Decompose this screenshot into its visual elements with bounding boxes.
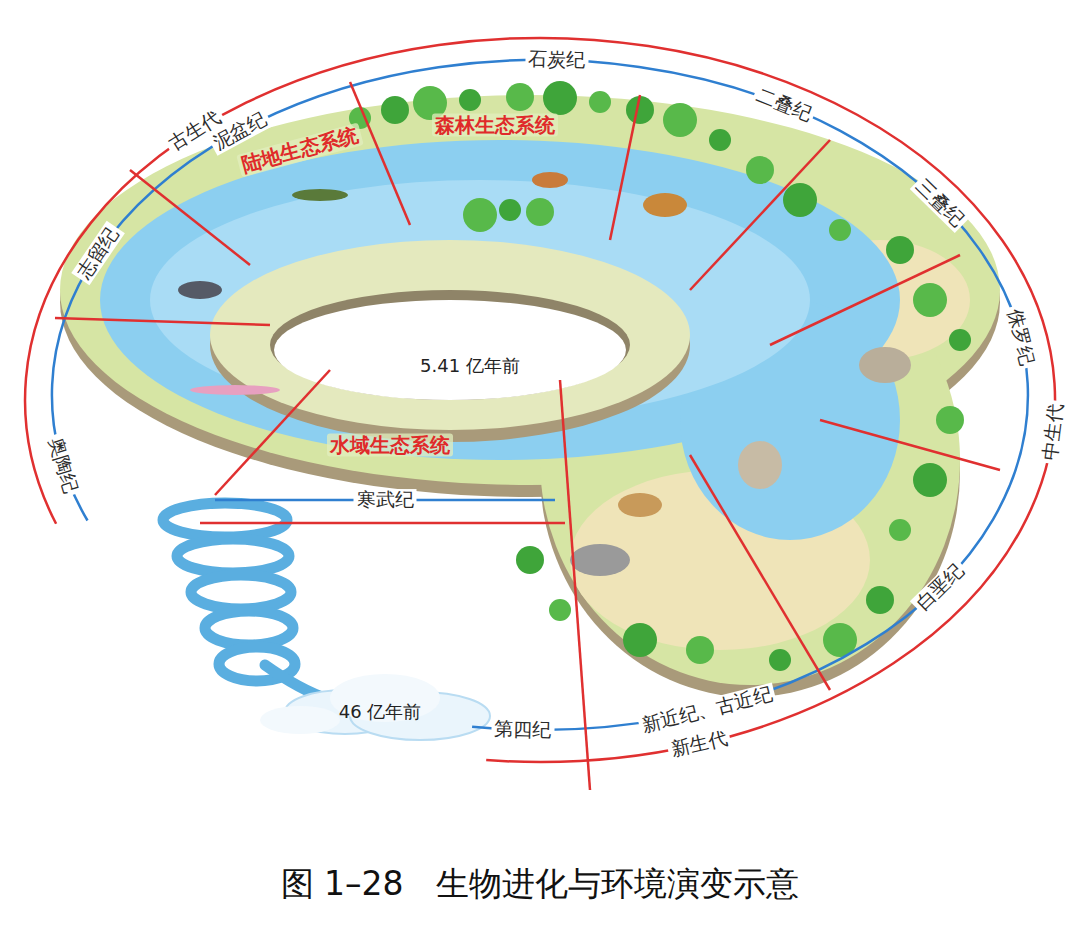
period-label: 新生代 [666,727,732,762]
tree [543,81,577,115]
tree [913,463,947,497]
cloud [260,674,490,740]
tree [913,283,947,317]
tree [686,636,714,664]
period-label: 石炭纪 [525,48,589,71]
ecosystem-label: 水域生态系统 [327,434,453,457]
tree [936,406,964,434]
ecosystem-label: 森林生态系统 [432,114,558,137]
spiral-coil [191,575,291,609]
period-label: 中生代 [1038,399,1067,464]
tree [663,103,697,137]
time-label: 5.41 亿年前 [417,356,523,377]
time-label: 46 亿年前 [336,702,425,723]
tree [526,198,554,226]
tree [889,519,911,541]
figure-caption: 图 1–28 生物进化与环境演变示意 [0,862,1080,907]
tree [506,83,534,111]
tree [623,623,657,657]
tree [769,649,791,671]
spiral-coil [177,539,289,573]
tree [746,156,774,184]
tree [866,586,894,614]
tree [499,199,521,221]
tree [549,599,571,621]
spiral-coil [205,611,293,645]
tree [463,198,497,232]
tree [886,236,914,264]
tree [949,329,971,351]
period-label: 侏罗纪 [1002,304,1039,370]
spiral-coil [163,503,287,537]
period-label: 奥陶纪 [43,431,82,498]
tree [829,219,851,241]
tree [516,546,544,574]
animals [178,172,911,576]
period-label: 寒武纪 [354,489,417,511]
tree [459,89,481,111]
tree [381,96,409,124]
tree [709,129,731,151]
period-label: 第四纪 [491,718,555,741]
tree [589,91,611,113]
tree [783,183,817,217]
